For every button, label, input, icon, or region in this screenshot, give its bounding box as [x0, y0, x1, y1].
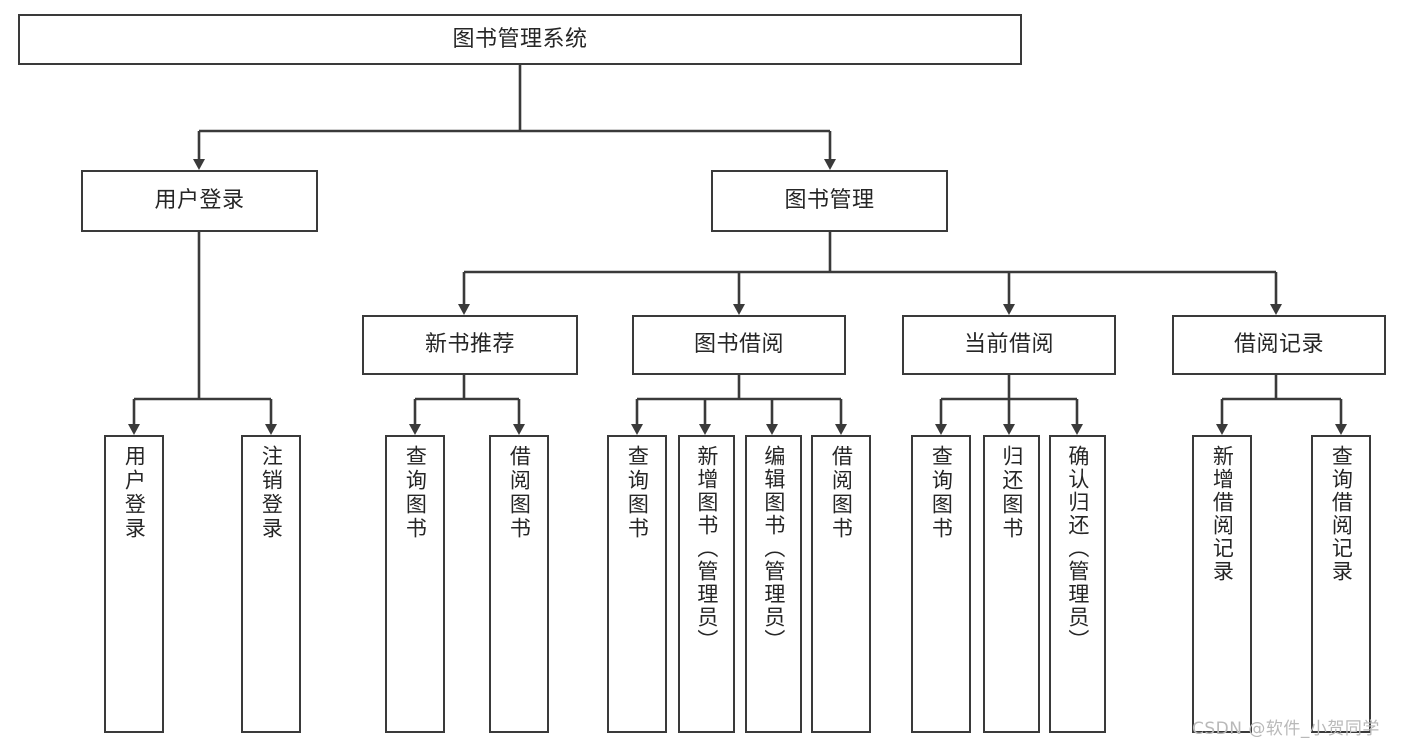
node-label: 查询图书	[403, 445, 428, 541]
leaf-new-book-borrow-book[interactable]: 借阅图书	[489, 435, 549, 733]
node-borrow-record[interactable]: 借阅记录	[1172, 315, 1386, 375]
node-label: 注销登录	[259, 445, 284, 541]
leaf-book-borrow-borrow-book[interactable]: 借阅图书	[811, 435, 871, 733]
leaf-new-book-query-book[interactable]: 查询图书	[385, 435, 445, 733]
node-label: 用户登录	[122, 445, 147, 541]
node-book-borrow[interactable]: 图书借阅	[632, 315, 846, 375]
node-label: 查询图书	[625, 445, 650, 541]
leaf-book-borrow-edit-book-admin[interactable]: 编辑图书（管理员）	[745, 435, 802, 733]
leaf-book-borrow-query-book[interactable]: 查询图书	[607, 435, 667, 733]
node-label: 新增图书（管理员）	[694, 445, 719, 652]
node-label: 查询图书	[929, 445, 954, 541]
leaf-user-login-logout[interactable]: 注销登录	[241, 435, 301, 733]
node-root-book-management-system[interactable]: 图书管理系统	[18, 14, 1022, 65]
node-label: 图书借阅	[693, 332, 784, 358]
node-user-login[interactable]: 用户登录	[81, 170, 318, 232]
node-label: 当前借阅	[963, 332, 1054, 358]
leaf-borrow-record-add-record[interactable]: 新增借阅记录	[1192, 435, 1252, 733]
node-book-management[interactable]: 图书管理	[711, 170, 948, 232]
node-label: 新增借阅记录	[1210, 445, 1235, 583]
node-label: 借阅图书	[829, 445, 854, 541]
node-label: 编辑图书（管理员）	[761, 445, 786, 652]
node-label: 新书推荐	[424, 332, 515, 358]
csdn-watermark: CSDN @软件_小贺同学	[1192, 719, 1380, 739]
node-label: 借阅图书	[507, 445, 532, 541]
node-label: 归还图书	[999, 445, 1024, 541]
node-label: 查询借阅记录	[1329, 445, 1354, 583]
leaf-book-borrow-add-book-admin[interactable]: 新增图书（管理员）	[678, 435, 735, 733]
node-label: 用户登录	[154, 188, 245, 214]
node-label: 确认归还（管理员）	[1065, 445, 1090, 652]
leaf-borrow-record-query-record[interactable]: 查询借阅记录	[1311, 435, 1371, 733]
node-label: 图书管理系统	[452, 26, 588, 52]
leaf-current-borrow-query-book[interactable]: 查询图书	[911, 435, 971, 733]
node-new-book-recommend[interactable]: 新书推荐	[362, 315, 578, 375]
leaf-current-borrow-return-book[interactable]: 归还图书	[983, 435, 1040, 733]
leaf-user-login-login[interactable]: 用户登录	[104, 435, 164, 733]
leaf-current-borrow-confirm-return-admin[interactable]: 确认归还（管理员）	[1049, 435, 1106, 733]
node-current-borrow[interactable]: 当前借阅	[902, 315, 1116, 375]
node-label: 图书管理	[784, 188, 875, 214]
node-label: 借阅记录	[1233, 332, 1324, 358]
